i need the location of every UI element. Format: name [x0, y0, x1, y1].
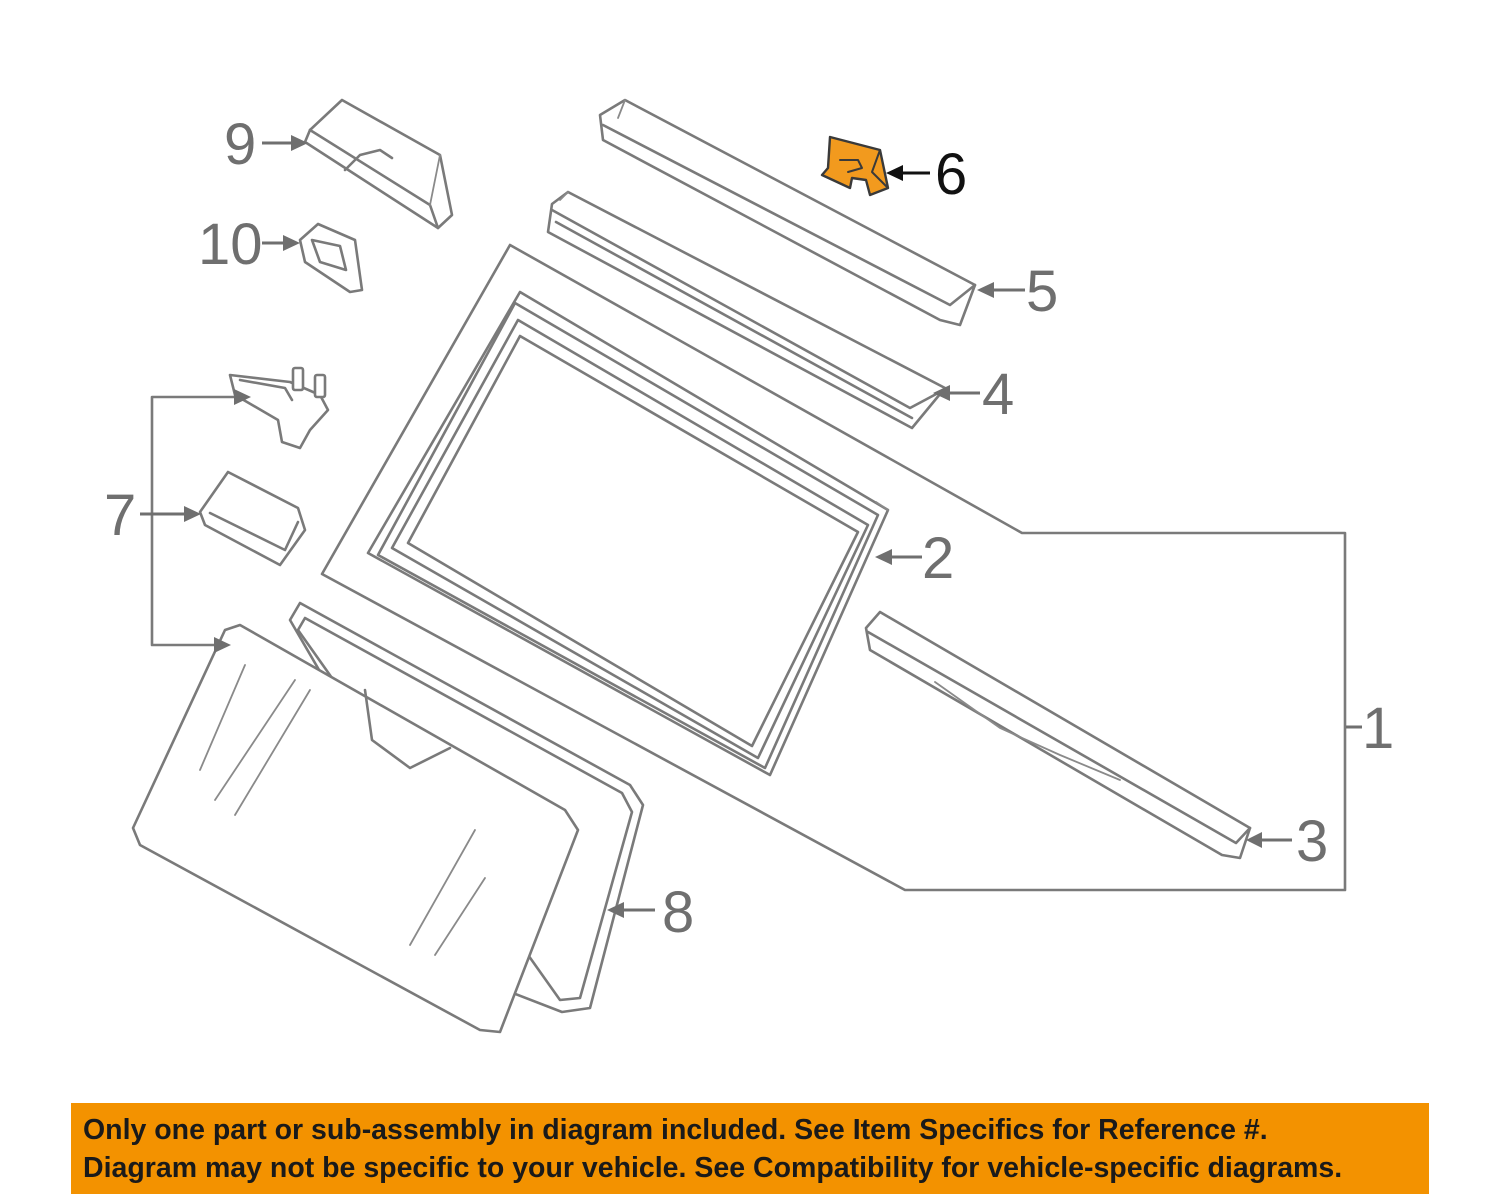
part-3-rail — [864, 610, 1252, 860]
part-4-rail — [546, 190, 947, 430]
part-8-glass — [131, 601, 645, 1034]
callout-7: 7 — [104, 483, 136, 548]
callout-10: 10 — [198, 212, 263, 277]
disclaimer-line-2: Diagram may not be specific to your vehi… — [83, 1152, 1343, 1184]
callout-1: 1 — [1362, 696, 1394, 761]
part-6-clip-highlighted — [820, 135, 890, 197]
part-9-visor — [303, 98, 454, 230]
callout-9: 9 — [224, 112, 256, 177]
callout-2: 2 — [922, 526, 954, 591]
part-7-pad — [198, 470, 307, 567]
disclaimer-line-1: Only one part or sub-assembly in diagram… — [83, 1114, 1268, 1146]
callout-5: 5 — [1026, 259, 1058, 324]
part-2-frame — [366, 290, 890, 777]
part-5-rail — [598, 98, 977, 327]
assembly-outline-1 — [320, 243, 1347, 892]
callout-4: 4 — [982, 362, 1014, 427]
part-10-plate — [298, 222, 364, 294]
part-7-clip — [228, 366, 330, 450]
callout-8: 8 — [662, 880, 694, 945]
callout-3: 3 — [1296, 809, 1328, 874]
bracket-7 — [150, 395, 240, 647]
callout-6: 6 — [935, 142, 967, 207]
callout-leaders — [140, 135, 1362, 918]
disclaimer-banner: Only one part or sub-assembly in diagram… — [71, 1103, 1429, 1194]
